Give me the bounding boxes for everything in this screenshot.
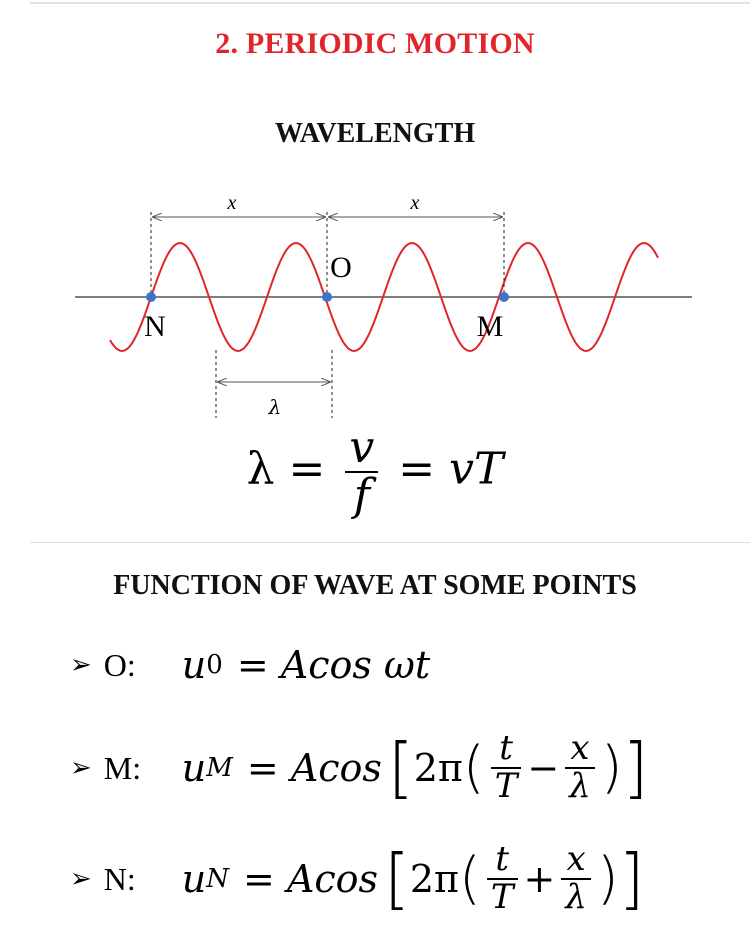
left-bracket: [ <box>387 729 414 806</box>
x-over-lambda: x λ <box>561 842 591 915</box>
equation-u: u <box>181 857 207 901</box>
top-divider <box>30 2 750 4</box>
equation-subscript: M <box>206 753 233 783</box>
numerator-t: t <box>499 728 513 769</box>
formula-lhs: λ = <box>246 443 326 495</box>
function-heading: FUNCTION OF WAVE AT SOME POINTS <box>113 570 637 601</box>
equation-prefix: = Acos <box>246 746 382 790</box>
denominator-T: T <box>490 877 514 917</box>
formula-denominator: f <box>353 470 370 522</box>
equation-prefix: = Acos <box>243 857 379 901</box>
equation-point-label: M: <box>103 749 142 786</box>
t-over-T: t T <box>486 839 518 917</box>
point-m-label: M <box>477 310 504 343</box>
denominator-lambda: λ <box>565 877 587 917</box>
wavelength-heading: WAVELENGTH <box>274 118 476 149</box>
right-paren: ) <box>596 846 619 911</box>
numerator-t: t <box>495 839 509 880</box>
left-paren: ( <box>462 735 485 800</box>
distance-label-left: x <box>227 192 237 214</box>
equation-u: u <box>181 746 207 790</box>
point-o-dot <box>322 292 332 302</box>
formula-rhs: = vT <box>398 443 504 495</box>
left-paren: ( <box>458 846 481 911</box>
bullet-arrow-icon: ➢ <box>70 753 92 783</box>
equation-subscript: 0 <box>206 650 223 680</box>
numerator-x: x <box>570 728 590 769</box>
right-paren: ) <box>600 735 623 800</box>
point-n-dot <box>146 292 156 302</box>
two-pi: 2π <box>409 857 459 901</box>
formula-numerator: v <box>349 422 375 473</box>
equation-point-label: N: <box>103 860 136 897</box>
distance-label-right: x <box>410 192 420 214</box>
wave-diagram: x x λ O N M <box>75 192 692 419</box>
lambda-label: λ <box>268 395 282 419</box>
left-bracket: [ <box>384 840 410 917</box>
x-over-lambda: x λ <box>565 731 595 804</box>
section-divider <box>30 542 750 543</box>
t-over-T: t T <box>490 728 522 806</box>
equation-u: u <box>181 643 207 687</box>
equation-body: = Acos ωt <box>236 643 431 687</box>
wave-curve <box>109 241 659 353</box>
point-n-label: N <box>144 310 166 343</box>
denominator-lambda: λ <box>569 766 591 806</box>
point-m-dot <box>499 292 509 302</box>
operator: − <box>527 746 560 790</box>
wavelength-formula: λ = v f = vT <box>0 422 750 522</box>
formula-fraction: v f <box>345 422 379 522</box>
two-pi: 2π <box>413 746 463 790</box>
equation-point-label: O: <box>103 646 136 683</box>
right-bracket: ] <box>618 840 645 917</box>
operator: + <box>523 857 556 901</box>
denominator-T: T <box>494 766 518 806</box>
bullet-arrow-icon: ➢ <box>70 650 92 680</box>
bullet-arrow-icon: ➢ <box>70 864 92 894</box>
equation-subscript: N <box>206 864 230 894</box>
numerator-x: x <box>566 839 586 880</box>
right-bracket: ] <box>622 729 649 806</box>
point-o-label: O <box>330 251 352 284</box>
page-title: 2. PERIODIC MOTION <box>215 27 535 60</box>
